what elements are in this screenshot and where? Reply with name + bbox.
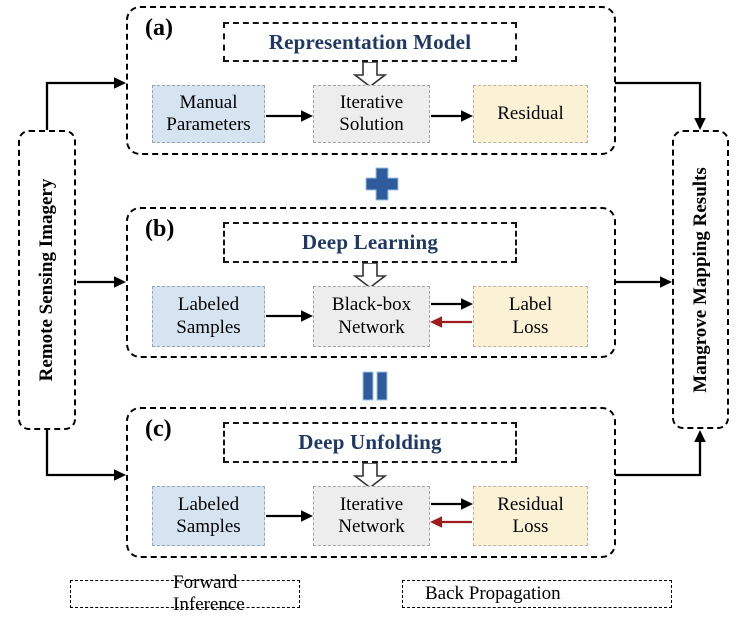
- panel-a-to-sink-arrow: [615, 81, 706, 130]
- labeled-samples-box-c: Labeled Samples: [152, 486, 265, 546]
- manual-parameters-box: Manual Parameters: [152, 85, 265, 143]
- panel-a-tag: (a): [145, 15, 173, 41]
- iterative-solution-box: Iterative Solution: [313, 85, 430, 143]
- panel-b: (b): [126, 207, 616, 358]
- panel-c-header: Deep Unfolding: [223, 422, 517, 463]
- remote-sensing-imagery-label: Remote Sensing Imagery: [36, 178, 57, 382]
- remote-sensing-imagery-node: Remote Sensing Imagery: [18, 130, 76, 430]
- legend-forward-label: Forward Inference: [173, 572, 245, 615]
- panel-a: (a): [126, 6, 616, 155]
- panel-c-to-sink-arrow: [615, 430, 706, 477]
- source-to-panel-c-arrow: [45, 429, 126, 481]
- panel-b-to-sink-arrow: [615, 276, 672, 288]
- source-to-panel-b-arrow: [77, 276, 126, 288]
- iterative-network-box: Iterative Network: [313, 486, 430, 546]
- mangrove-mapping-results-node: Mangrove Mapping Results: [672, 130, 729, 429]
- panel-c: (c): [126, 407, 616, 558]
- source-to-panel-a-arrow: [45, 77, 126, 131]
- mangrove-mapping-results-label: Mangrove Mapping Results: [689, 166, 711, 393]
- equals-operator-icon: [362, 371, 388, 401]
- labeled-samples-box-b: Labeled Samples: [152, 286, 265, 347]
- panel-a-header: Representation Model: [223, 22, 517, 62]
- label-loss-box: Label Loss: [473, 286, 588, 347]
- residual-loss-box: Residual Loss: [473, 486, 588, 546]
- panel-c-tag: (c): [145, 416, 172, 442]
- legend-back-propagation: Back Propagation: [402, 580, 672, 608]
- legend-forward-inference: Forward Inference: [70, 572, 300, 615]
- residual-box: Residual: [473, 85, 588, 143]
- plus-operator-icon: [365, 167, 399, 201]
- panel-b-header: Deep Learning: [223, 222, 517, 263]
- black-box-network-box: Black-box Network: [313, 286, 430, 347]
- panel-b-tag: (b): [145, 216, 175, 242]
- legend-back-label: Back Propagation: [425, 583, 561, 604]
